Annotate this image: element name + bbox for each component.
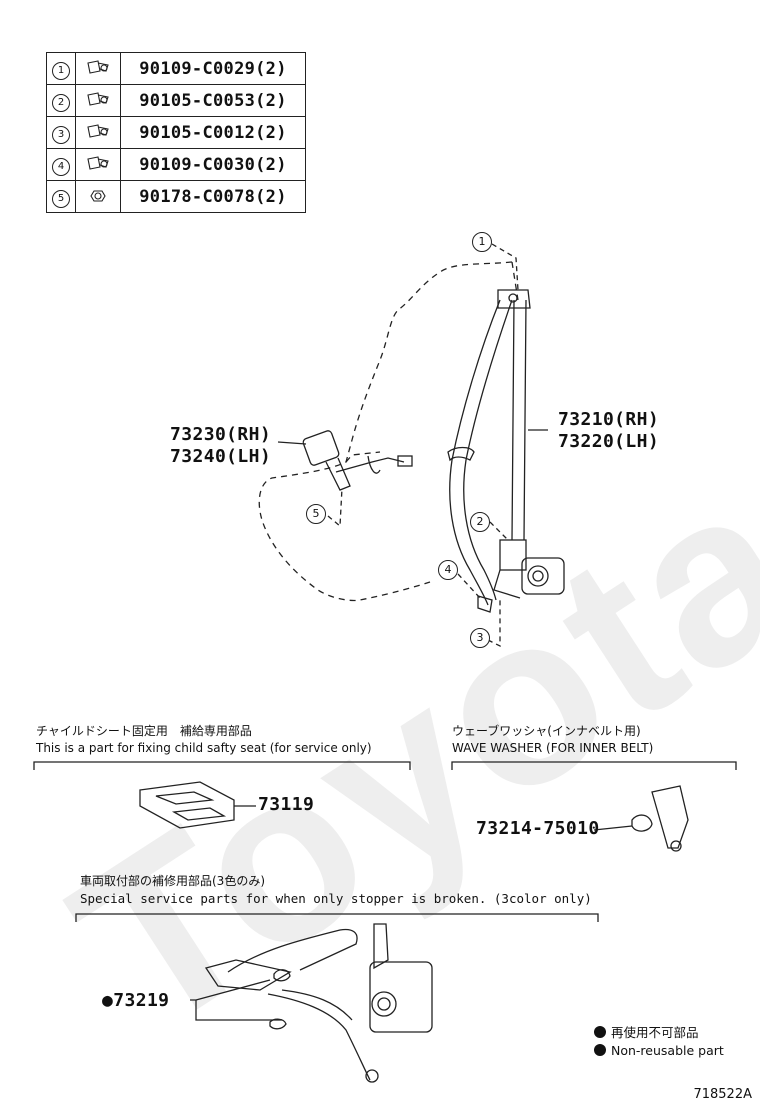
legend-jp-text: 再使用不可部品 bbox=[611, 1025, 699, 1040]
wave-washer-sketch bbox=[593, 785, 689, 852]
parts-row-index: 5 bbox=[46, 180, 76, 213]
callout-1: 1 bbox=[472, 232, 492, 252]
retractor-label-rh: 73210(RH) bbox=[558, 409, 660, 430]
parts-row-index: 3 bbox=[46, 116, 76, 149]
legend-jp: 再使用不可部品 bbox=[594, 1022, 699, 1041]
callout-3: 3 bbox=[470, 628, 490, 648]
wave-washer-title-jp: ウェーブワッシャ(インナベルト用) bbox=[452, 724, 641, 738]
bolt-icon bbox=[75, 52, 121, 85]
part-number-link[interactable]: 90109-C0030(2) bbox=[120, 148, 306, 181]
part-number-link[interactable]: 90105-C0053(2) bbox=[120, 84, 306, 117]
buckle-label-lh: 73240(LH) bbox=[170, 446, 272, 467]
non-reusable-dot-icon bbox=[594, 1026, 606, 1038]
part-number-link[interactable]: 90105-C0012(2) bbox=[120, 116, 306, 149]
wave-washer-part-number: 73214-75010 bbox=[476, 818, 600, 839]
child-seat-title-jp: チャイルドシート固定用 補給専用部品 bbox=[36, 724, 252, 738]
stopper-title-en: Special service parts for when only stop… bbox=[80, 891, 592, 906]
callout-2: 2 bbox=[470, 512, 490, 532]
seat-outline bbox=[258, 261, 513, 602]
parts-row-index: 1 bbox=[46, 52, 76, 85]
parts-row-index: 4 bbox=[46, 148, 76, 181]
legend-en-text: Non-reusable part bbox=[611, 1043, 724, 1058]
child-seat-title-en: This is a part for fixing child safty se… bbox=[36, 741, 372, 755]
stopper-part-number: ●73219 bbox=[102, 990, 170, 1011]
child-seat-bracket bbox=[139, 781, 256, 829]
parts-row: 4 90109-C0030(2) bbox=[46, 148, 306, 181]
bolt-icon bbox=[75, 148, 121, 181]
wave-washer-title-en: WAVE WASHER (FOR INNER BELT) bbox=[452, 741, 654, 755]
belt-strap bbox=[449, 299, 501, 606]
parts-row: 3 90105-C0012(2) bbox=[46, 116, 306, 149]
child-seat-part-number: 73119 bbox=[258, 794, 315, 815]
nut-icon bbox=[75, 180, 121, 213]
buckle bbox=[302, 430, 413, 491]
retractor bbox=[493, 539, 565, 599]
parts-row: 5 90178-C0078(2) bbox=[46, 180, 306, 213]
diagram-code: 718522A bbox=[693, 1087, 752, 1102]
retractor-label-lh: 73220(LH) bbox=[558, 431, 660, 452]
callout-5: 5 bbox=[306, 504, 326, 524]
callout-4: 4 bbox=[438, 560, 458, 580]
upper-anchor bbox=[497, 289, 531, 309]
non-reusable-dot-icon bbox=[594, 1044, 606, 1056]
stopper-sketch bbox=[190, 923, 433, 1083]
stopper-title-jp: 車両取付部の補修用部品(3色のみ) bbox=[80, 874, 265, 888]
legend-en: Non-reusable part bbox=[594, 1043, 724, 1058]
buckle-label-rh: 73230(RH) bbox=[170, 424, 272, 445]
part-number-link[interactable]: 90178-C0078(2) bbox=[120, 180, 306, 213]
